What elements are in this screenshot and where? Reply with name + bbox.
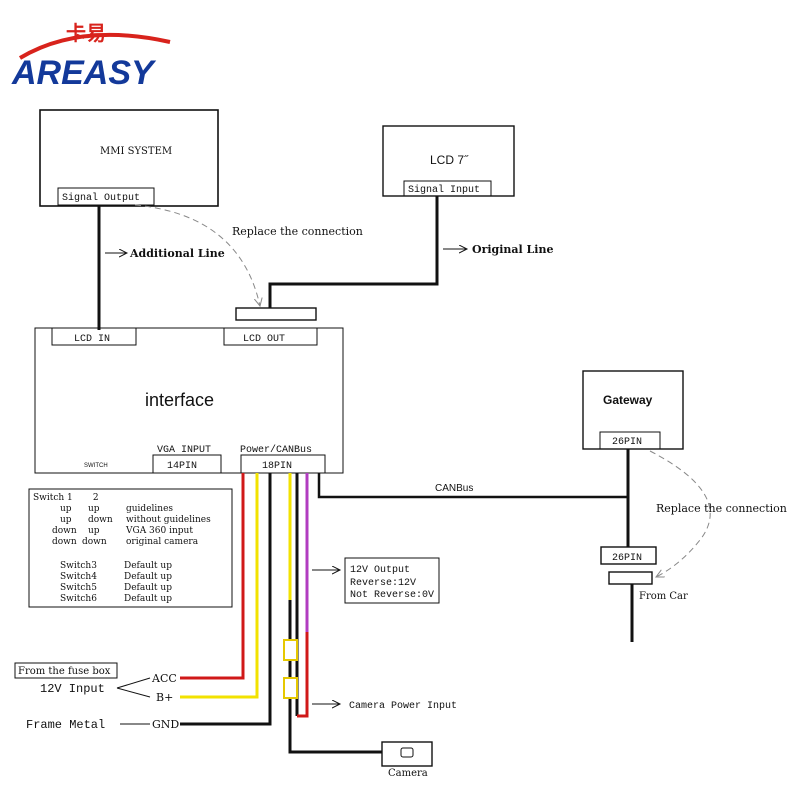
switch-extra-desc: Default up <box>124 561 172 571</box>
output-line-3: Not Reverse:0V <box>350 590 434 601</box>
original-line-wire <box>268 196 439 308</box>
acc-wire-red <box>180 473 245 680</box>
areasy-logo: 卡易 AREASY <box>11 22 171 92</box>
replace-connection-dashed-right <box>649 450 711 577</box>
switch-extra-name: Switch3 <box>60 561 97 571</box>
from-car-connector <box>608 571 653 585</box>
replace-connection-top-label: Replace the connection <box>232 225 363 238</box>
switch-row-a: down <box>52 537 77 547</box>
mmi-system-box <box>39 109 219 207</box>
replace-connection-dashed-top <box>134 204 260 306</box>
power-18pin-port <box>240 454 326 474</box>
switch-row-a: up <box>60 515 72 525</box>
camera-box <box>381 741 433 767</box>
additional-line-label: Additional Line <box>129 247 225 260</box>
switch-row-a: down <box>52 526 77 536</box>
from-car-26pin-port <box>600 546 657 565</box>
from-car-26pin-label: 26PIN <box>612 553 642 564</box>
output-line-1: 12V Output <box>350 565 410 576</box>
lcd-out-label: LCD OUT <box>243 334 285 345</box>
lcd-in-port <box>51 327 137 346</box>
gateway-26pin-port <box>599 431 661 450</box>
switch-row-b: down <box>82 537 107 547</box>
connector-block-1 <box>283 639 298 661</box>
switch-extra-desc: Default up <box>124 572 172 582</box>
gnd-label: GND <box>152 718 179 731</box>
gnd-wire-black <box>180 473 272 726</box>
signal-input-port <box>403 180 492 197</box>
gateway-26pin-label: 26PIN <box>612 437 642 448</box>
switch-table-box <box>28 488 233 608</box>
vga-input-label: VGA INPUT <box>157 445 211 456</box>
power-18pin-label: 18PIN <box>262 461 292 472</box>
signal-output-label: Signal Output <box>62 192 140 204</box>
fuse-box-label-box <box>14 662 118 679</box>
switch-extra-name: Switch4 <box>60 572 97 582</box>
signal-input-label: Signal Input <box>408 184 480 196</box>
bplus-wire-yellow <box>180 473 259 699</box>
twelve-v-input-label: 12V Input <box>40 682 105 696</box>
switch-extra-name: Switch6 <box>60 594 97 604</box>
camera-lens-icon <box>400 747 414 758</box>
lcd-title: LCD 7˝ <box>430 153 469 167</box>
canbus-wire <box>317 473 628 499</box>
switch-extra-desc: Default up <box>124 583 172 593</box>
output-line-2: Reverse:12V <box>350 578 416 589</box>
acc-branch-line <box>116 677 151 689</box>
fuse-box-label: From the fuse box <box>18 666 111 677</box>
camera-power-wire-red <box>297 632 309 718</box>
gateway-title: Gateway <box>603 393 653 407</box>
connector-plug <box>235 307 317 321</box>
mmi-system-title: MMI SYSTEM <box>100 146 172 157</box>
canbus-label: CANBus <box>435 483 473 494</box>
switch-row-desc: VGA 360 input <box>125 526 193 536</box>
acc-label: ACC <box>151 672 177 685</box>
switch-label: SWITCH <box>84 463 108 469</box>
vga-14pin-label: 14PIN <box>167 461 197 472</box>
logo-brand: AREASY <box>11 54 157 92</box>
frame-metal-label: Frame Metal <box>26 718 105 732</box>
connector-block-2 <box>283 677 298 699</box>
power-canbus-label: Power/CANBus <box>240 444 312 456</box>
signal-output-port <box>57 187 155 206</box>
logo-swoosh <box>18 32 171 60</box>
switch-table-header: Switch 1 2 <box>33 493 99 503</box>
switch-extra-desc: Default up <box>124 594 172 604</box>
switch-row-desc: original camera <box>126 537 199 547</box>
interface-title: interface <box>145 390 214 410</box>
lcd-out-port <box>223 327 318 346</box>
switch-row-b: up <box>88 504 100 514</box>
switch-row-a: up <box>60 504 72 514</box>
bplus-branch-line <box>116 687 151 698</box>
from-car-label: From Car <box>639 591 688 602</box>
bplus-label: B+ <box>156 691 173 704</box>
vga-14pin-port <box>152 454 222 474</box>
lcd-in-label: LCD IN <box>74 334 110 345</box>
original-line-label: Original Line <box>472 243 553 256</box>
camera-label: Camera <box>388 768 428 779</box>
camera-power-input-label: Camera Power Input <box>349 701 457 712</box>
switch-row-b: up <box>88 526 100 536</box>
switch-row-desc: guidelines <box>126 504 173 514</box>
switch-row-desc: without guidelines <box>126 515 211 525</box>
switch-table: Switch 1 2 up up guidelines up down with… <box>33 493 211 604</box>
output-box <box>344 557 440 604</box>
switch-extra-name: Switch5 <box>60 583 97 593</box>
switch-row-b: down <box>88 515 113 525</box>
replace-connection-right-label: Replace the connection <box>656 502 787 515</box>
